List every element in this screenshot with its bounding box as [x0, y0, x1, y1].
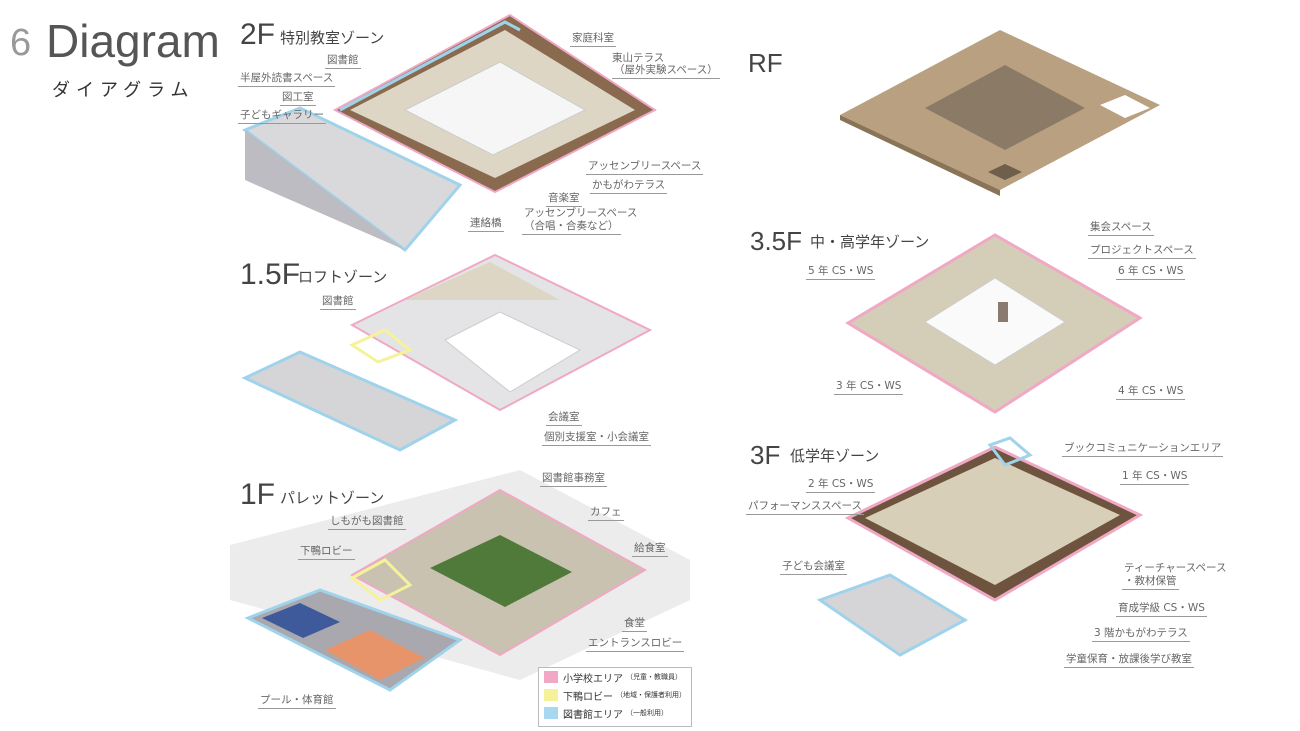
- section-number: 6: [10, 22, 32, 64]
- floor-rf-model: [840, 30, 1160, 196]
- label-2f-kamogawa: かもがわテラス: [590, 177, 668, 194]
- floor-15f-model: [241, 253, 653, 452]
- legend-item: 小学校エリア（児童・教職員）: [544, 668, 691, 686]
- floor-level-2f: 2F: [240, 18, 276, 51]
- legend-note: （一般利用）: [626, 709, 668, 717]
- label-3f-teacher-1: ティーチャースペース: [1124, 562, 1227, 574]
- label-3f-teacher-2: ・教材保管: [1122, 573, 1179, 590]
- zone-title-1f: パレットゾーン: [280, 489, 385, 507]
- label-1f-shimogamo-lib: しもがも図書館: [328, 513, 406, 530]
- label-35f-g5: 5 年 CS・WS: [806, 263, 876, 280]
- floor-level-3f: 3F: [750, 440, 781, 470]
- label-2f-assembly2-1: アッセンブリースペース: [524, 207, 638, 219]
- legend: 小学校エリア（児童・教職員） 下鴨ロビー（地域・保護者利用） 図書館エリア（一般…: [538, 667, 692, 727]
- label-1f-kitchen: 給食室: [632, 540, 668, 557]
- legend-label: 図書館エリア: [563, 709, 623, 721]
- floor-35f-model: [845, 233, 1143, 414]
- label-2f-home-ec: 家庭科室: [570, 30, 616, 47]
- label-2f-art: 図工室: [280, 89, 316, 106]
- section-title: Diagram: [46, 15, 220, 67]
- zone-title-35f: 中・高学年ゾーン: [810, 233, 930, 251]
- legend-item: 図書館エリア（一般利用）: [544, 704, 691, 722]
- label-2f-gallery: 子どもギャラリー: [238, 107, 326, 124]
- floor-level-rf: RF: [748, 48, 783, 78]
- legend-note: （児童・教職員）: [626, 673, 682, 681]
- legend-item: 下鴨ロビー（地域・保護者利用）: [544, 686, 691, 704]
- label-1f-lobby: 下鴨ロビー: [298, 543, 355, 560]
- floor-2f-model: [241, 13, 657, 253]
- label-15f-support: 個別支援室・小会議室: [542, 429, 651, 446]
- label-2f-terrace-2: （屋外実験スペース）: [612, 62, 720, 79]
- label-15f-meeting: 会議室: [546, 409, 582, 426]
- label-2f-library: 図書館: [325, 52, 361, 69]
- legend-note: （地域・保護者利用）: [616, 691, 686, 699]
- floor-level-15f: 1.5F: [240, 258, 301, 291]
- section-subtitle: ダイアグラム: [52, 80, 195, 101]
- label-2f-reading: 半屋外読書スペース: [238, 70, 336, 87]
- label-1f-dining: 食堂: [622, 615, 647, 632]
- label-3f-special: 育成学級 CS・WS: [1116, 600, 1207, 617]
- label-2f-assembly2-2: （合唱・合奏など）: [522, 218, 621, 235]
- label-1f-cafe: カフェ: [588, 504, 624, 521]
- label-2f-bridge: 連絡橋: [468, 215, 504, 232]
- legend-label: 小学校エリア: [563, 673, 623, 685]
- label-35f-assembly: 集会スペース: [1088, 219, 1154, 236]
- floor-3f-model: [816, 436, 1144, 657]
- label-3f-g1: 1 年 CS・WS: [1120, 468, 1190, 485]
- label-2f-terrace-1: 東山テラス: [612, 52, 665, 64]
- label-1f-entrance: エントランスロビー: [586, 635, 685, 652]
- label-2f-music: 音楽室: [546, 190, 582, 207]
- zone-title-2f: 特別教室ゾーン: [280, 29, 385, 47]
- legend-swatch: [544, 671, 558, 683]
- label-15f-library: 図書館: [320, 293, 356, 310]
- label-1f-lib-office: 図書館事務室: [540, 470, 607, 487]
- label-3f-performance: パフォーマンススペース: [746, 498, 865, 515]
- label-3f-book: ブックコミュニケーションエリア: [1062, 440, 1224, 457]
- legend-swatch: [544, 707, 558, 719]
- label-3f-g2: 2 年 CS・WS: [806, 476, 876, 493]
- label-2f-assembly: アッセンブリースペース: [586, 158, 704, 175]
- label-3f-afterschool: 学童保育・放課後学び教室: [1064, 651, 1194, 668]
- label-35f-project: プロジェクトスペース: [1088, 242, 1196, 259]
- legend-swatch: [544, 689, 558, 701]
- label-3f-terrace: 3 階かもがわテラス: [1092, 625, 1190, 642]
- label-35f-g4: 4 年 CS・WS: [1116, 383, 1186, 400]
- floor-level-35f: 3.5F: [750, 226, 803, 256]
- label-35f-g6: 6 年 CS・WS: [1116, 263, 1186, 280]
- zone-title-15f: ロフトゾーン: [298, 268, 388, 286]
- zone-title-3f: 低学年ゾーン: [790, 447, 880, 465]
- label-1f-pool-gym: プール・体育館: [258, 692, 336, 709]
- floor-1f-model: [230, 470, 690, 692]
- legend-label: 下鴨ロビー: [563, 691, 613, 703]
- label-35f-g3: 3 年 CS・WS: [834, 378, 904, 395]
- floor-level-1f: 1F: [240, 478, 276, 511]
- label-3f-kids-meeting: 子ども会議室: [780, 558, 847, 575]
